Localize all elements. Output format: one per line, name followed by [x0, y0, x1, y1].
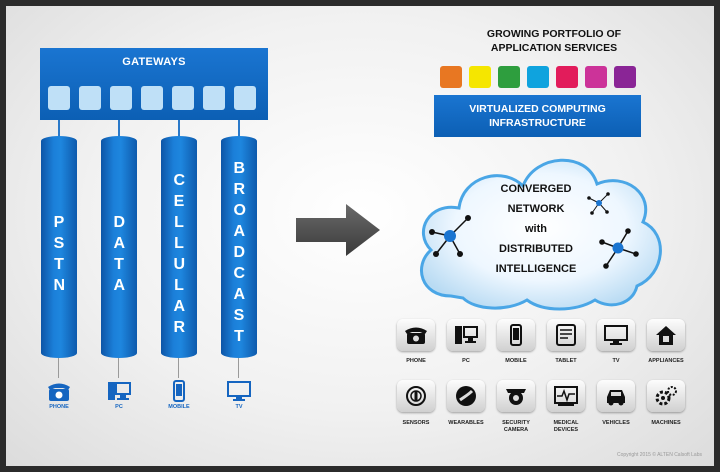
portfolio-title-line1: GROWING PORTFOLIO OF [486, 28, 622, 40]
pc-tile [447, 319, 485, 351]
phone-tile [397, 319, 435, 351]
device-label: MOBILE [505, 358, 527, 364]
pillar-label: BROADCAST [233, 160, 246, 345]
portfolio-title-line2: APPLICATION SERVICES [490, 42, 618, 54]
gateway-slot [172, 86, 194, 110]
network-node-icon [599, 228, 639, 269]
service-color-swatch [527, 66, 549, 88]
service-color-swatch [614, 66, 636, 88]
pillar-data: DATA [101, 136, 137, 358]
service-color-swatch [585, 66, 607, 88]
device-label: PHONE [49, 404, 69, 410]
gateway-slot [141, 86, 163, 110]
medical-devices-tile [547, 380, 585, 412]
camera-icon [506, 389, 526, 405]
network-node-icon [429, 215, 471, 257]
cloud-line: NETWORK [507, 203, 565, 215]
gateway-slot [234, 86, 256, 110]
pillar-label: CELLULAR [173, 172, 186, 336]
cloud-line: CONVERGED [500, 183, 572, 195]
gateways-title: GATEWAYS [122, 56, 186, 68]
cloud-line: with [525, 223, 547, 235]
machine-icon [655, 386, 677, 406]
gateway-connector [238, 120, 240, 138]
tv-icon [227, 381, 251, 401]
gateway-connector [118, 120, 120, 138]
pc-icon [455, 326, 478, 344]
mobile-icon [510, 324, 522, 346]
device-label: APPLIANCES [648, 358, 684, 364]
medical-icon [554, 386, 578, 406]
network-node-icon [587, 192, 610, 215]
device-label: MOBILE [168, 404, 190, 410]
device-label: TABLET [555, 358, 577, 364]
service-color-swatch [469, 66, 491, 88]
device-label: SECURITY CAMERA [502, 420, 530, 433]
gateway-slot [110, 86, 132, 110]
machines-tile [647, 380, 685, 412]
device-label: WEARABLES [448, 420, 484, 426]
phone-icon [48, 383, 70, 401]
service-color-swatch [556, 66, 578, 88]
pc-icon [108, 382, 131, 400]
gateway-slot [203, 86, 225, 110]
infrastructure-line1: VIRTUALIZED COMPUTING [469, 103, 606, 115]
infrastructure-line2: INFRASTRUCTURE [489, 117, 586, 129]
gateway-slot [79, 86, 101, 110]
cloud-line: INTELLIGENCE [495, 263, 577, 275]
service-color-swatch [498, 66, 520, 88]
infrastructure-box: VIRTUALIZED COMPUTING INFRASTRUCTURE [434, 95, 641, 137]
appliances-icon [656, 326, 676, 345]
sensors-tile [397, 380, 435, 412]
appliances-tile [647, 319, 685, 351]
tv-icon [604, 325, 628, 345]
pillar-label: DATA [113, 214, 126, 294]
device-label: PC [462, 358, 470, 364]
vehicles-tile [597, 380, 635, 412]
device-label: PHONE [406, 358, 426, 364]
tv-tile [597, 319, 635, 351]
cloud-line: DISTRIBUTED [499, 243, 573, 255]
portfolio-title: GROWING PORTFOLIO OF APPLICATION SERVICE… [454, 27, 654, 55]
device-connector [238, 358, 239, 378]
device-connector [58, 358, 59, 378]
device-label: TV [235, 404, 243, 410]
device-label: PC [115, 404, 123, 410]
device-label: MACHINES [651, 420, 681, 426]
pillar-broadcast: BROADCAST [221, 136, 257, 358]
security-camera-tile [497, 380, 535, 412]
device-label: VEHICLES [602, 420, 630, 426]
device-label: TV [612, 358, 620, 364]
pillar-label: PSTN [53, 214, 66, 294]
device-label: MEDICAL DEVICES [553, 420, 579, 433]
service-color-swatch [440, 66, 462, 88]
wearables-tile [447, 380, 485, 412]
device-connector [118, 358, 119, 378]
gateways-box: GATEWAYS [40, 48, 268, 120]
device-connector [178, 358, 179, 378]
wearable-icon [456, 386, 476, 406]
mobile-icon [173, 380, 185, 402]
copyright-text: Copyright 2015 © ALTEN Calsoft Labs [616, 452, 702, 458]
gateway-connector [58, 120, 60, 138]
vehicle-icon [607, 390, 625, 406]
transition-arrow-icon [296, 204, 380, 256]
tablet-tile [547, 319, 585, 351]
gateway-slot [48, 86, 70, 110]
pillar-cellular: CELLULAR [161, 136, 197, 358]
pillar-pstn: PSTN [41, 136, 77, 358]
device-label: SENSORS [402, 420, 430, 426]
cloud-label: CONVERGED NETWORK with DISTRIBUTED INTEL… [476, 179, 596, 279]
phone-icon [405, 327, 427, 344]
diagram-canvas: GATEWAYS PSTN DATA CELLULAR BROADCAST [6, 6, 714, 466]
gateway-connector [178, 120, 180, 138]
sensor-icon [406, 386, 426, 406]
mobile-tile [497, 319, 535, 351]
tablet-icon [556, 324, 576, 346]
cloud-shape [420, 158, 662, 311]
